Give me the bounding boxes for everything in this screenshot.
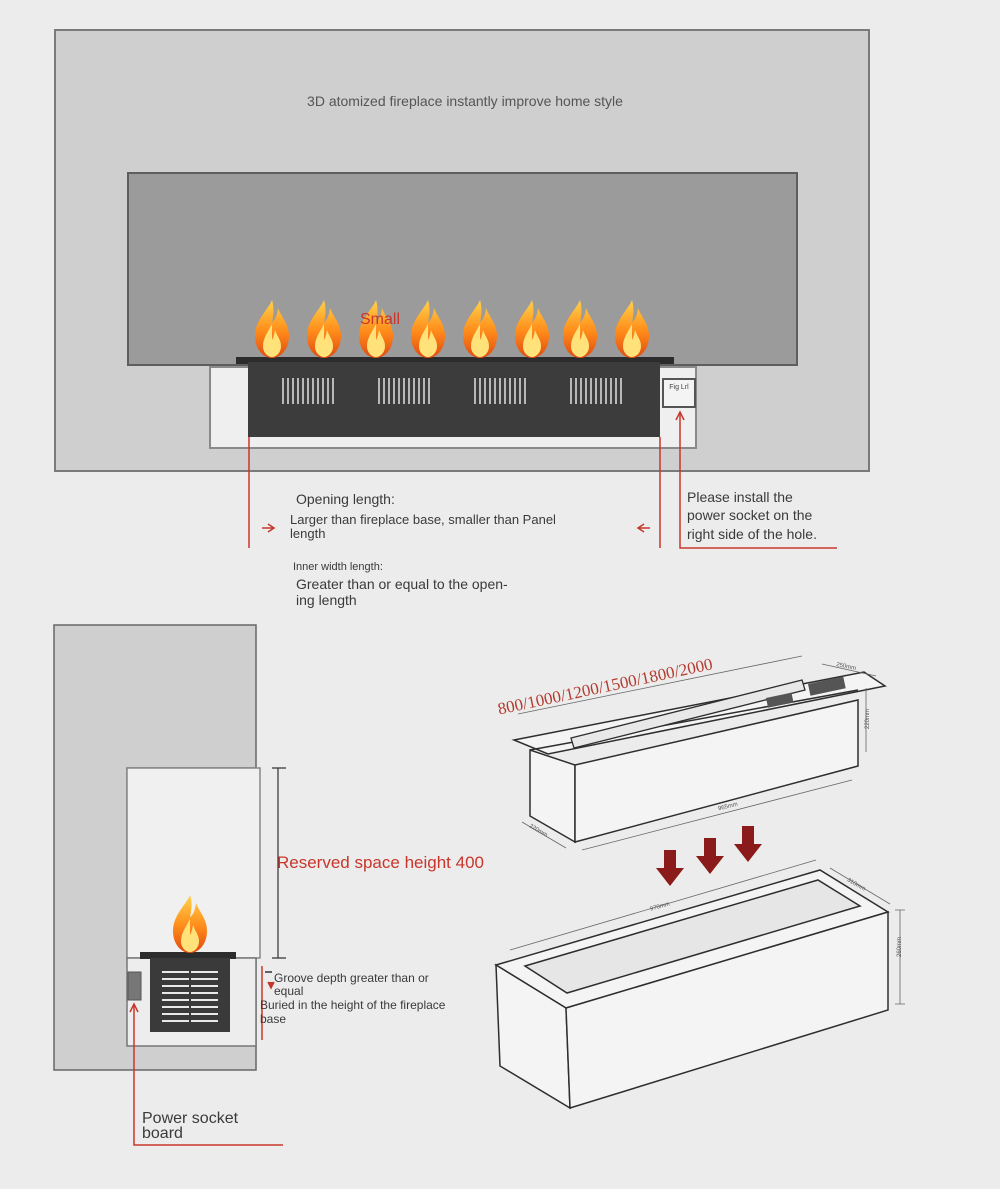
fireplace-body (248, 362, 660, 437)
socket-note-1: Please install the (687, 489, 793, 505)
power-note-1: Power socket (142, 1110, 239, 1127)
flame-label: Small (360, 311, 401, 328)
dim-box-length: 970mm (649, 901, 671, 913)
reserved-space (126, 767, 261, 959)
socket-note-2: power socket on the (687, 507, 813, 523)
right-arrow (636, 523, 650, 533)
down-arrow-3 (734, 826, 762, 862)
opening-desc-1: Larger than fireplace base, smaller than… (290, 512, 556, 527)
side-vent (162, 971, 218, 1022)
dim-top-width: 250mm (835, 661, 857, 673)
glass-panel (127, 172, 798, 366)
burner-side (574, 699, 859, 843)
down-arrow-2 (696, 838, 724, 874)
reserved-label: Reserved space height 400 (277, 853, 484, 872)
box-top (494, 869, 890, 1009)
fireplace-top-plate (236, 357, 674, 364)
power-note-2: board (142, 1125, 183, 1142)
left-arrow (262, 523, 276, 533)
dim-top-height: 220mm (865, 708, 872, 730)
dim-top-length: 965mm (717, 801, 739, 813)
box-inner (523, 879, 862, 994)
insert-arrows (656, 826, 762, 886)
burner-control-1 (766, 692, 794, 708)
length-options: 800/1000/1200/1500/1800/2000 (496, 654, 715, 719)
inner-desc-2: ing length (296, 592, 357, 608)
burner-control-2 (807, 676, 846, 696)
down-arrow-1 (656, 850, 684, 886)
control-panel (662, 378, 696, 408)
box-front (495, 963, 571, 1110)
wall-section (53, 624, 257, 1071)
inner-title: Inner width length: (293, 561, 383, 573)
buried-note-1: Buried in the height of the fireplace (260, 998, 446, 1012)
opening-desc-2: length (290, 526, 326, 541)
opening-title: Opening length: (296, 491, 395, 507)
dim-top-depth: 220mm (527, 823, 549, 839)
groove-note-2: equal (274, 984, 304, 998)
buried-note-2: base (260, 1012, 287, 1026)
side-fireplace-top (140, 952, 236, 959)
headline: 3D atomized fireplace instantly improve … (307, 93, 623, 109)
side-flame (173, 895, 207, 953)
groove-note-1: Groove depth greater than or (274, 971, 429, 985)
insert-box (494, 869, 890, 1110)
box-side (565, 910, 889, 1110)
dim-box-width: 310mm (845, 877, 867, 893)
side-fireplace-body (150, 958, 230, 1032)
socket-note-3: right side of the hole. (687, 526, 817, 542)
side-socket (127, 971, 142, 1001)
groove-box (126, 957, 257, 1047)
inner-desc-1: Greater than or equal to the open- (296, 576, 508, 592)
control-panel-text: Fig Lrl (669, 384, 689, 391)
dim-box-height: 260mm (897, 936, 904, 958)
